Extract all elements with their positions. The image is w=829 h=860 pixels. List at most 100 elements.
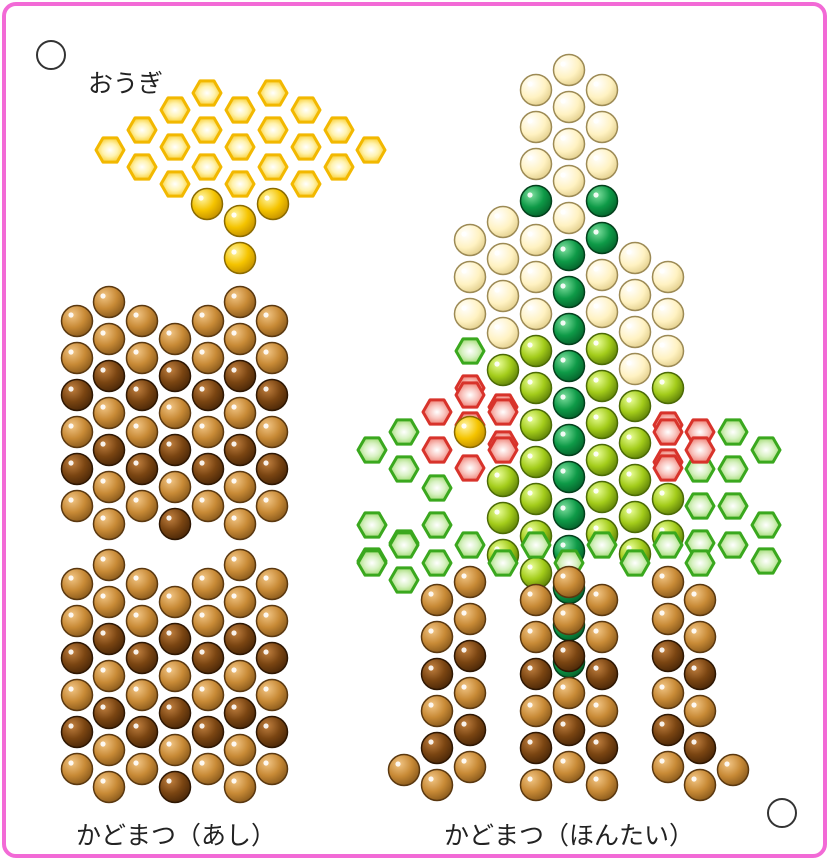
bead-shine [263,649,268,654]
legs-bead [94,661,125,692]
body-bead [554,203,585,234]
body-bead [422,659,453,690]
bead-shine [527,379,532,384]
bead-shine [428,739,433,744]
bead-shine [461,573,466,578]
legs-bead [225,361,256,392]
body-bead [455,567,486,598]
bead-shine [560,684,565,689]
bead-shine [100,404,105,409]
bead-shine [527,702,532,707]
body-bead [554,129,585,160]
body-bead [554,567,585,598]
bead-shine [626,360,631,365]
bead-shine [100,593,105,598]
body-bead [587,445,618,476]
fan-hex-bead [193,118,221,142]
legs-bead [62,454,93,485]
body-bead [521,299,552,330]
body-hex-bead [390,457,418,481]
body-hex-bead [423,476,451,500]
body-hex-bead [719,494,747,518]
bead-shine [68,575,73,580]
body-bead [685,659,716,690]
bead-shine [100,556,105,561]
bead-shine [593,377,598,382]
legs-bead [127,491,158,522]
bead-shine [263,760,268,765]
bead-shine [68,723,73,728]
body-bead [554,166,585,197]
bead-shine [560,357,565,362]
body-bead [718,755,749,786]
legs-bead [225,587,256,618]
bead-shine [527,564,532,569]
bead-shine [560,172,565,177]
bead-shine [593,303,598,308]
bead-shine [527,490,532,495]
bead-shine [461,268,466,273]
bead-shine [527,776,532,781]
bead-shine [264,195,269,200]
body-bead [554,499,585,530]
bead-shine [527,342,532,347]
body-bead [653,373,684,404]
body-bead [653,641,684,672]
body-hex-bead [719,533,747,557]
legs-bead [160,472,191,503]
body-bead [587,770,618,801]
body-bead [554,314,585,345]
legs-bead [127,417,158,448]
fan-hex-bead [226,172,254,196]
bead-shine [527,192,532,197]
bead-shine [560,610,565,615]
bead-shine [263,386,268,391]
legs-bead [62,717,93,748]
bead-shine [428,702,433,707]
bead-shine [395,761,400,766]
legs-bead [94,472,125,503]
bead-shine [461,423,466,428]
fan-bead [225,206,256,237]
bead-shine [68,497,73,502]
bead-shine [68,612,73,617]
bead-shine [133,723,138,728]
legs-bead [94,735,125,766]
legs-bead [94,287,125,318]
fan-hex-bead [357,138,385,162]
bead-shine [68,649,73,654]
body-bead [488,244,519,275]
bead-shine [100,515,105,520]
body-bead [389,755,420,786]
legs-bead [160,624,191,655]
bead-shine [560,431,565,436]
body-bead [620,502,651,533]
legs-bead [257,754,288,785]
body-hex-bead [752,549,780,573]
body-hex-bead [752,438,780,462]
body-hex-bead [489,438,517,462]
body-hex-bead [358,438,386,462]
bead-shine [724,761,729,766]
bead-shine [231,515,236,520]
bead-shine [527,81,532,86]
bead-shine [560,505,565,510]
body-hex-bead [423,438,451,462]
bead-shine [659,721,664,726]
body-bead [554,425,585,456]
bead-shine [428,591,433,596]
legs-bead [94,324,125,355]
bead-shine [494,472,499,477]
bead-shine [68,760,73,765]
body-bead [455,417,486,448]
bead-shine [133,460,138,465]
legs-bead [62,680,93,711]
body-bead [521,622,552,653]
body-hex-bead [390,533,418,557]
body-bead [455,678,486,709]
body-bead [653,262,684,293]
legs-bead [225,698,256,729]
bead-shine [593,229,598,234]
fan-hex-bead [292,135,320,159]
bead-shine [100,330,105,335]
